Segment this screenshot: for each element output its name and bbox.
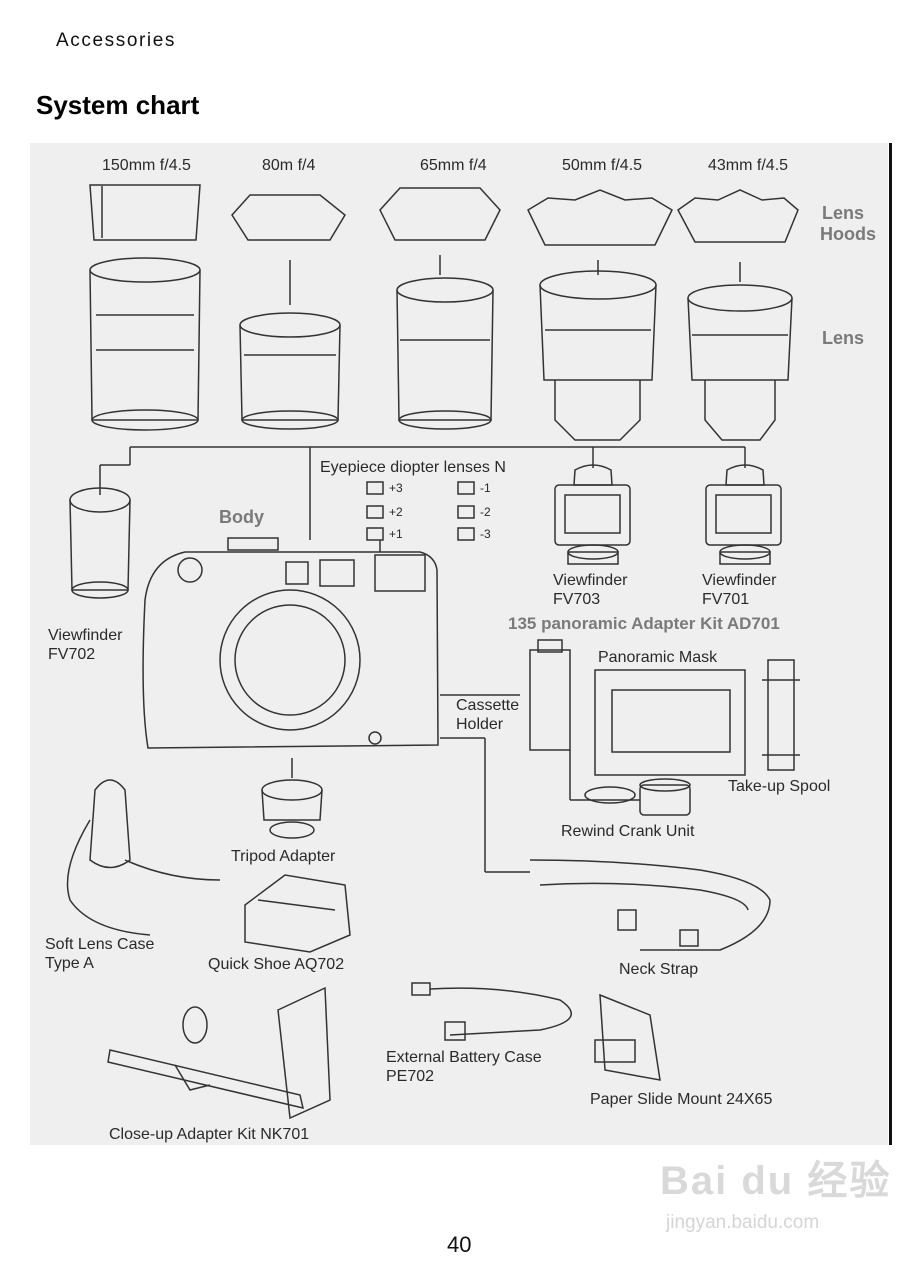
soft-lens-case [66,779,221,936]
viewfinder-fv701-label-line1: Viewfinder [702,572,777,589]
diopter-boxes [366,481,475,541]
external-battery-case [411,982,572,1041]
lens-43mm [687,284,793,441]
hood-label-50mm: 50mm f/4.5 [562,157,643,174]
eyepiece-title: Eyepiece diopter lenses N [320,459,506,476]
lens-hood-43mm [677,189,799,243]
paper-slide-mount-label: Paper Slide Mount 24X65 [590,1091,773,1108]
cassette-holder-label-line2: Holder [456,716,504,733]
neck-strap-label: Neck Strap [619,961,699,978]
diopter-plus1: +1 [389,527,403,541]
viewfinder-fv703-label-line1: Viewfinder [553,572,628,589]
viewfinder-fv701 [705,464,782,565]
section-header: Accessories [56,30,177,51]
closeup-adapter-kit-label: Close-up Adapter Kit NK701 [109,1126,310,1143]
diopter-plus2: +2 [389,505,403,519]
baidu-watermark-url: jingyan.baidu.com [666,1212,820,1233]
external-battery-label-line1: External Battery Case [386,1049,542,1066]
hood-label-150mm: 150mm f/4.5 [102,157,191,174]
tripod-adapter [261,779,323,839]
panoramic-mask-label: Panoramic Mask [598,649,718,666]
viewfinder-fv701-label-line2: FV701 [702,591,750,608]
viewfinder-fv703-label-line2: FV703 [553,591,601,608]
diopter-minus3: -3 [480,527,491,541]
adapter-kit-label: 135 panoramic Adapter Kit AD701 [508,614,780,633]
rewind-crank-label: Rewind Crank Unit [561,823,695,840]
lens-hoods-label-line2: Hoods [820,224,876,244]
closeup-adapter-kit [107,986,331,1120]
take-up-spool [762,659,800,771]
paper-slide-mount [594,993,661,1081]
soft-lens-case-label-line1: Soft Lens Case [45,936,155,953]
lens-50mm [539,270,657,441]
quick-shoe-label: Quick Shoe AQ702 [208,956,345,973]
connector-lines [99,255,746,873]
tripod-adapter-label: Tripod Adapter [231,848,336,865]
body-label: Body [219,507,264,527]
camera-body [142,537,439,749]
system-chart-panel [30,143,888,1145]
soft-lens-case-label-line2: Type A [45,955,94,972]
hood-label-80mm: 80m f/4 [262,157,316,174]
diopter-minus2: -2 [480,505,491,519]
viewfinder-fv703 [554,464,631,565]
rewind-crank [584,778,691,816]
external-battery-label-line2: PE702 [386,1068,435,1085]
cassette-holder-label-line1: Cassette [456,697,520,714]
panoramic-mask [594,669,746,776]
lens-hood-150mm [89,184,201,241]
lens-hood-65mm [379,187,501,241]
baidu-watermark-logo: Bai du 经验 [660,1159,892,1203]
viewfinder-fv702-label-line2: FV702 [48,646,96,663]
viewfinder-fv702 [69,487,131,599]
lens-65mm [396,277,494,430]
diopter-minus1: -1 [480,481,491,495]
hood-label-65mm: 65mm f/4 [420,157,487,174]
lens-hood-50mm [527,189,673,246]
diopter-plus3: +3 [389,481,403,495]
viewfinder-fv702-label-line1: Viewfinder [48,627,123,644]
neck-strap [529,859,771,951]
take-up-spool-label: Take-up Spool [728,778,831,795]
quick-shoe [244,874,351,953]
lens-label: Lens [822,328,865,348]
lens-150mm [89,257,201,431]
lens-hoods-label-line1: Lens [822,203,865,223]
lens-80mm [239,312,341,430]
hood-label-43mm: 43mm f/4.5 [708,157,789,174]
right-margin-rule [889,143,892,1145]
page-title: System chart [36,90,200,120]
lens-hood-80mm [231,194,346,241]
page-number: 40 [447,1232,472,1257]
